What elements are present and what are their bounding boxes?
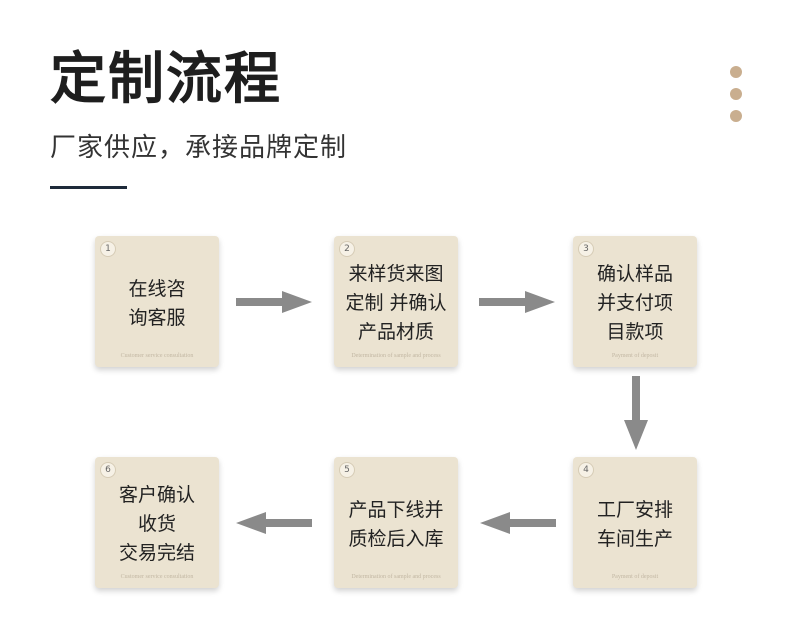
arrow-right-icon [479,291,555,313]
step-number: 1 [100,241,116,257]
step-subtitle: Payment of deposit [611,353,659,359]
step-line: 询客服 [128,306,186,329]
page-title: 定制流程 [50,47,282,112]
step-text: 在线咨 询客服 [95,258,219,349]
arrow-down-icon [624,376,648,450]
step-line: 产品材质 [357,321,434,343]
step-card-3: 3 确认样品 并支付项 目款项 Payment of deposit [573,236,697,367]
step-subtitle: Customer service consultation [120,353,194,359]
step-card-5: 5 产品下线并 质检后入库 Determination of sample an… [334,457,458,588]
step-text: 工厂安排 车间生产 [573,479,697,570]
step-line: 来样货来图 [348,263,444,285]
step-subtitle: Determination of sample and process [351,353,441,359]
step-card-1: 1 在线咨 询客服 Customer service consultation [95,236,219,367]
step-line: 车间生产 [596,527,673,550]
step-card-2: 2 来样货来图 定制 并确认 产品材质 Determination of sam… [334,236,458,367]
step-number: 5 [339,462,355,478]
dot [730,110,742,122]
dot [730,88,742,100]
step-card-4: 4 工厂安排 车间生产 Payment of deposit [573,457,697,588]
step-line: 目款项 [606,321,664,343]
step-line: 收货 [137,513,176,535]
more-dots-icon [730,66,742,132]
step-card-6: 6 客户确认 收货 交易完结 Customer service consulta… [95,457,219,588]
step-text: 确认样品 并支付项 目款项 [573,258,697,349]
arrow-left-icon [480,512,556,534]
step-text: 产品下线并 质检后入库 [334,479,458,570]
step-number: 3 [578,241,594,257]
step-line: 质检后入库 [348,527,444,550]
step-line: 确认样品 [596,263,673,285]
step-text: 客户确认 收货 交易完结 [95,479,219,570]
arrow-right-icon [236,291,312,313]
step-subtitle: Payment of deposit [611,574,659,580]
step-line: 在线咨 [128,277,186,300]
dot [730,66,742,78]
step-line: 定制 并确认 [345,292,447,314]
step-number: 6 [100,462,116,478]
title-underline [50,186,127,189]
step-line: 产品下线并 [348,498,444,521]
step-line: 客户确认 [118,484,195,506]
step-number: 4 [578,462,594,478]
page-subtitle: 厂家供应，承接品牌定制 [50,133,348,163]
arrow-left-icon [236,512,312,534]
step-line: 并支付项 [596,292,673,314]
step-subtitle: Customer service consultation [120,574,194,580]
step-line: 交易完结 [118,542,195,564]
step-number: 2 [339,241,355,257]
step-line: 工厂安排 [596,498,673,521]
step-subtitle: Determination of sample and process [351,574,441,580]
step-text: 来样货来图 定制 并确认 产品材质 [334,258,458,349]
